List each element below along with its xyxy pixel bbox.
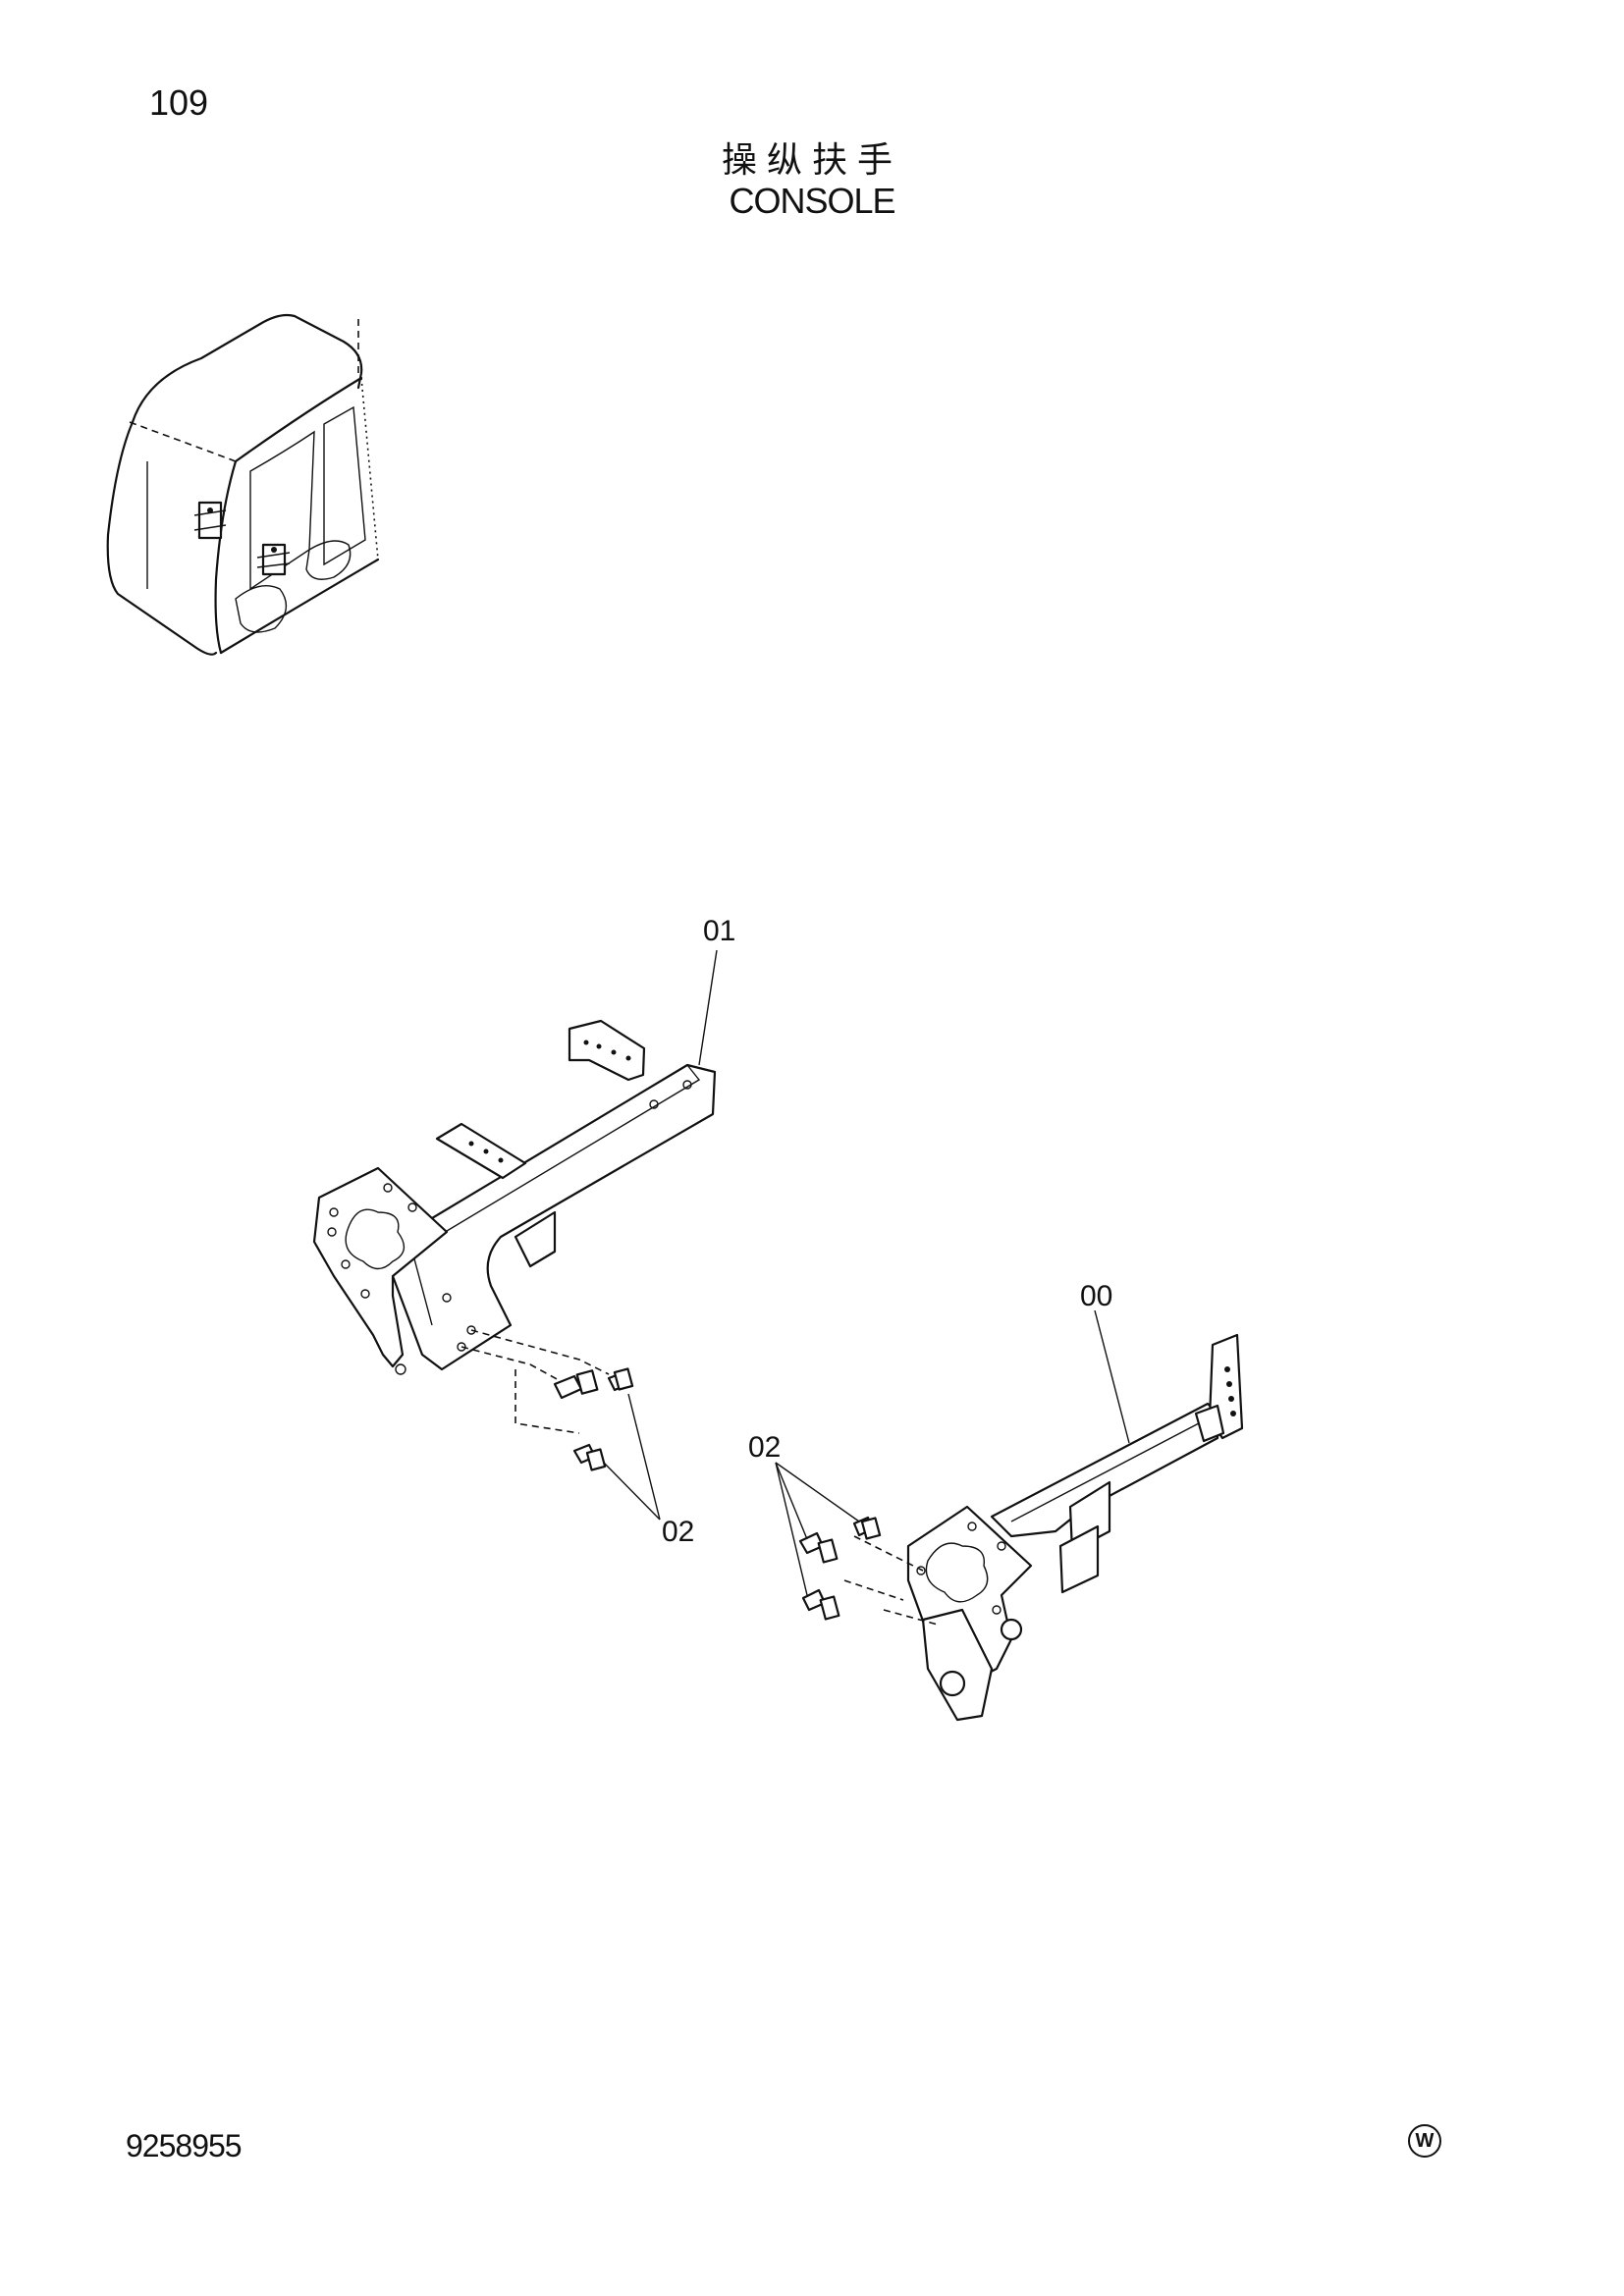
bolt-icon bbox=[801, 1588, 840, 1621]
bolt-icon bbox=[607, 1367, 634, 1392]
bolt-icon bbox=[572, 1443, 607, 1471]
callout-01: 01 bbox=[703, 915, 736, 947]
w-stamp: W bbox=[1408, 2124, 1441, 2158]
page-number: 109 bbox=[149, 82, 209, 123]
console-bracket-right bbox=[775, 1309, 1244, 1722]
callout-02-right: 02 bbox=[748, 1431, 782, 1464]
callout-00: 00 bbox=[1080, 1280, 1113, 1312]
bolt-icon bbox=[798, 1531, 839, 1564]
page-title-chinese: 操纵扶手 bbox=[721, 140, 902, 181]
bolt-icon bbox=[553, 1369, 599, 1400]
document-number: 9258955 bbox=[126, 2128, 243, 2163]
cab-thumbnail bbox=[106, 313, 380, 656]
callout-02-left: 02 bbox=[662, 1516, 695, 1548]
console-bracket-left bbox=[312, 949, 718, 1521]
page-title: CONSOLE bbox=[729, 181, 895, 221]
